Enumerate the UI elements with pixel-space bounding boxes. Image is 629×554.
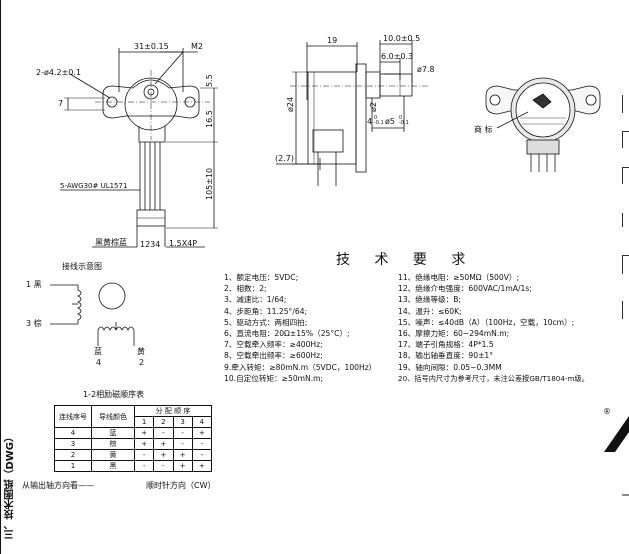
wiring-diagram <box>50 282 135 346</box>
requirement-item: 3、减速比：1/64; <box>224 295 287 305</box>
requirement-item: 12、绝缘介电强度：600VAC/1mA/1s; <box>398 284 532 294</box>
motor-photo-view <box>485 77 601 172</box>
wire-4-blue: 蓝 <box>94 347 102 356</box>
requirement-item: 18、输出轴垂直度：90±1° <box>398 351 494 361</box>
requirement-item: 5、驱动方式：两相四拍; <box>224 317 308 327</box>
requirement-item: 15、噪声：≤40dB（A）（100Hz，空载，10cm）; <box>398 317 575 327</box>
wire-spec-label: 5-AWG30# UL1571 <box>60 182 128 190</box>
cell: + <box>191 427 213 439</box>
requirement-item: 9.牵入转矩：≥80mN.m（5VDC，100Hz） <box>224 362 377 372</box>
cell: + <box>133 427 155 439</box>
sequence-table-title: 1-2相励磁顺序表 <box>83 390 145 399</box>
cell: + <box>172 449 193 461</box>
side-view-motor <box>276 40 430 186</box>
requirement-item: 8、空载牵出频率：≥600Hz; <box>224 351 323 361</box>
connector-colors-label: 黑黄棕蓝 <box>95 238 127 247</box>
requirement-item: 6、直流电阻：20Ω±15%（25°C）; <box>224 329 350 338</box>
direction-footer-left: 从输出轴方向看—— <box>22 481 94 490</box>
cell: - <box>172 438 193 450</box>
dim-6: 6.0±0.3 <box>381 52 414 61</box>
table-row: 2 黄 - + + - <box>54 449 213 461</box>
dim-d24: ø24 <box>286 96 295 112</box>
connector-pin-numbers: 1234 <box>140 240 161 249</box>
dim-19: 19 <box>327 36 338 45</box>
front-view-motor <box>60 48 218 248</box>
requirement-item: 19、轴向间隙：0.05~0.3MM <box>398 362 502 372</box>
requirement-item: 20、括号内尺寸为参考尺寸，未注公差按GB/T1804-m级。 <box>398 373 589 383</box>
row-color: 黄 <box>91 449 135 461</box>
row-no: 1 <box>54 460 92 472</box>
step-col: 4 <box>191 416 213 428</box>
requirement-item: 11、绝缘电阻：≥50MΩ（500V）; <box>398 273 520 282</box>
dim-d7-8: ø7.8 <box>417 65 435 74</box>
dim-31: 31±0.15 <box>134 42 169 51</box>
requirement-item: 10.自定位转矩：≥50mN.m; <box>224 373 324 383</box>
wire-1-black: 1 黑 <box>26 280 42 289</box>
dim-7: 7 <box>58 99 64 108</box>
requirements-title: 技 术 要 求 <box>336 252 476 268</box>
requirement-item: 2、相数：2; <box>224 284 267 294</box>
wiring-title: 接线示意图 <box>62 262 102 271</box>
dim-d5-tolerance: 0 -0.1 <box>399 115 409 126</box>
requirement-item: 1、额定电压：5VDC; <box>224 273 299 282</box>
brand-mark-label: 商 标 <box>474 125 493 134</box>
requirement-item: 17、端子引角规格：4P*1.5 <box>398 340 494 350</box>
table-row: 3 棕 + + - - <box>54 438 213 450</box>
wire-2-yellow: 黄 <box>137 347 145 356</box>
wire-4-number: 4 <box>96 358 102 367</box>
requirement-item: 16、摩擦力矩：60~294mN.m; <box>398 329 510 338</box>
row-color: 棕 <box>91 438 135 450</box>
dim-10: 10.0±0.5 <box>383 34 421 43</box>
dim-4: 4 <box>367 117 373 126</box>
row-no: 2 <box>54 449 92 461</box>
requirement-item: 7、空载牵入频率：≥400Hz; <box>224 340 323 350</box>
cell: - <box>153 460 174 472</box>
dim-4-tolerance: 0 -0.1 <box>374 115 384 126</box>
wire-2-number: 2 <box>139 358 145 367</box>
cell: - <box>191 449 213 461</box>
excitation-sequence-table: 连线序号 导线颜色 分 配 顺 序 1 2 3 4 4 蓝 + - - + 3 … <box>54 405 213 472</box>
cell: - <box>153 427 174 439</box>
header-color: 导线颜色 <box>91 405 135 428</box>
row-color: 黑 <box>91 460 135 472</box>
cell: + <box>133 438 155 450</box>
left-border-line <box>0 0 1 554</box>
dim-mount-holes: 2-ø4.2±0.1 <box>36 68 82 77</box>
direction-footer-right: 顺时针方向（CW） <box>146 481 216 490</box>
requirement-item: 14、温升：≤60K; <box>398 306 462 316</box>
requirement-item: 13、绝缘等级：B; <box>398 295 461 305</box>
cell: - <box>172 427 193 439</box>
cell: - <box>191 438 213 450</box>
registered-mark: ® <box>603 407 611 416</box>
step-col: 1 <box>133 416 155 428</box>
dim-5-5: 5.5 <box>205 74 214 87</box>
row-color: 蓝 <box>91 427 135 439</box>
dim-105: 105±10 <box>205 167 214 200</box>
right-edge-cropped-text <box>619 95 629 335</box>
cell: + <box>172 460 193 472</box>
dim-16-5: 16.5 <box>205 110 214 128</box>
step-col: 3 <box>172 416 193 428</box>
dim-d2: ø2 <box>369 102 378 112</box>
header-distribution: 分 配 顺 序 <box>134 405 212 417</box>
cell: + <box>153 438 174 450</box>
row-no: 3 <box>54 438 92 450</box>
table-row: 1 黑 - - + + <box>54 460 213 472</box>
row-no: 4 <box>54 427 92 439</box>
table-row: 4 蓝 + - - + <box>54 427 213 439</box>
cell: + <box>191 460 213 472</box>
dim-m2: M2 <box>191 42 203 51</box>
header-seq: 连线序号 <box>54 405 92 428</box>
connector-spec-label: 1.5X4P <box>169 239 198 248</box>
dim-d5: ø5 <box>385 117 395 126</box>
step-col: 2 <box>153 416 174 428</box>
wire-3-brown: 3 棕 <box>26 319 42 328</box>
cell: - <box>133 460 155 472</box>
cell: + <box>153 449 174 461</box>
section-title-vertical: 三、技术图纸（DWG） <box>5 432 16 540</box>
requirement-item: 4、步距角：11.25°/64; <box>224 306 308 316</box>
dim-2-7: (2.7) <box>275 154 294 163</box>
cell: - <box>133 449 155 461</box>
